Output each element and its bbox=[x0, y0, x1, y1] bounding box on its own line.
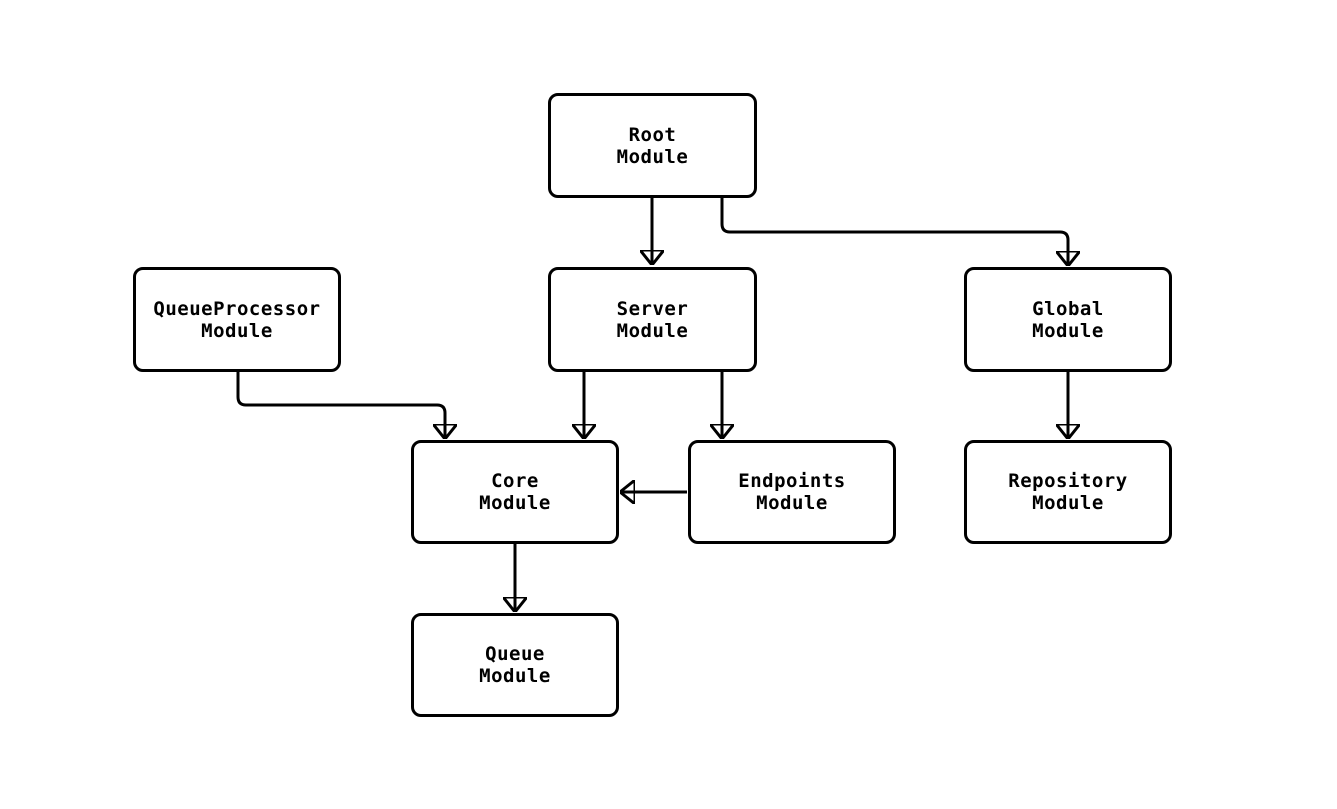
node-queue-module: Queue Module bbox=[411, 613, 619, 717]
node-queue-module-label: Queue Module bbox=[479, 643, 551, 687]
node-global-module-label: Global Module bbox=[1032, 297, 1104, 342]
edge-queueprocessor-to-core bbox=[236, 372, 445, 438]
node-server-module: Server Module bbox=[548, 267, 757, 372]
node-root-module: Root Module bbox=[548, 93, 757, 198]
node-queueprocessor-module-label: QueueProcessor Module bbox=[153, 297, 321, 342]
node-server-module-label: Server Module bbox=[616, 297, 689, 342]
node-repository-module-label: Repository Module bbox=[1008, 470, 1128, 514]
node-core-module: Core Module bbox=[411, 440, 619, 544]
node-root-module-label: Root Module bbox=[616, 123, 689, 168]
node-queueprocessor-module: QueueProcessor Module bbox=[133, 267, 341, 372]
node-endpoints-module: Endpoints Module bbox=[688, 440, 896, 544]
edge-root-to-global bbox=[720, 198, 1068, 265]
node-endpoints-module-label: Endpoints Module bbox=[738, 470, 846, 514]
node-core-module-label: Core Module bbox=[479, 470, 551, 514]
node-global-module: Global Module bbox=[964, 267, 1172, 372]
node-repository-module: Repository Module bbox=[964, 440, 1172, 544]
